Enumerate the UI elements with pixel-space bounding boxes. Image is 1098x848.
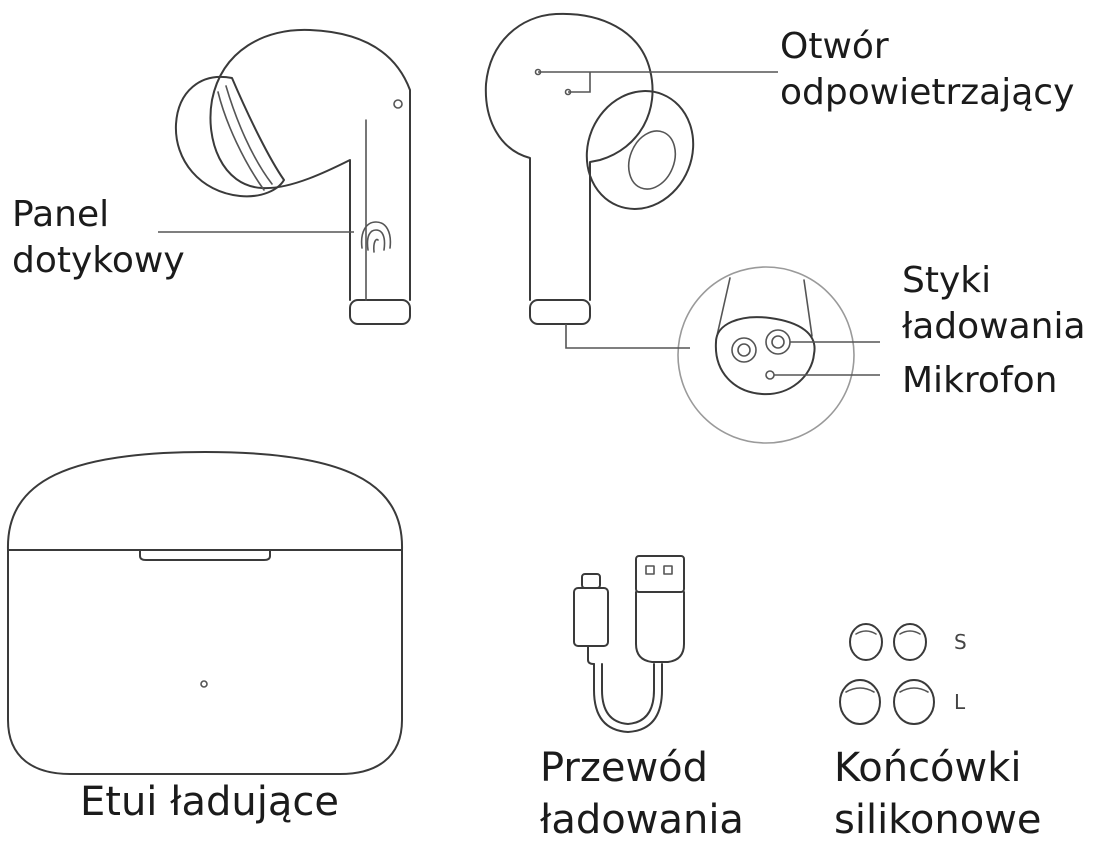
left-earbud-body	[209, 28, 411, 301]
silicone-tips-label-line1: Końcówki	[834, 745, 1022, 791]
usb-c-strain-relief	[587, 645, 595, 665]
vent-label-line2: odpowietrzający	[780, 72, 1075, 113]
tip-large-1-rim	[845, 687, 875, 693]
touch-panel-label-line2: dotykowy	[12, 240, 185, 281]
tip-small-2-rim	[899, 630, 921, 635]
charging-contact-1	[731, 337, 757, 363]
left-eartip-ridge	[225, 85, 273, 185]
vent-label-line1: Otwór	[780, 26, 889, 67]
stem-to-magnifier-leader	[565, 324, 690, 349]
charging-cable-illustration	[573, 555, 685, 733]
left-earbud-stem-tip	[349, 299, 411, 325]
charging-contacts-label-line1: Styki	[902, 260, 992, 301]
right-eartip	[585, 90, 695, 210]
tip-size-small-label: S	[954, 630, 967, 654]
charging-cable-label-line2: ładowania	[540, 797, 744, 843]
microphone-label: Mikrofon	[902, 360, 1058, 401]
right-earbud-illustration	[484, 12, 695, 325]
left-earbud-illustration	[174, 28, 411, 325]
usb-a-slot-1	[645, 565, 655, 575]
microphone-hole	[765, 370, 775, 380]
charging-contact-2-inner	[771, 335, 785, 349]
silicone-tips-label-line2: silikonowe	[834, 797, 1042, 843]
charging-case-label: Etui ładujące	[80, 779, 339, 825]
vent-label: Otwór odpowietrzający	[780, 24, 1074, 116]
charging-contact-1-inner	[737, 343, 751, 357]
tip-large-2-rim	[899, 687, 929, 693]
touch-panel-label: Panel dotykowy	[12, 192, 185, 284]
cable-loop-inner	[601, 663, 655, 725]
stem-magnifier	[677, 266, 855, 444]
usb-a-connector-housing	[635, 591, 685, 663]
case-body	[6, 451, 404, 775]
usb-c-plug	[581, 573, 601, 589]
usb-a-slot-2	[663, 565, 673, 575]
left-eartip	[174, 75, 285, 198]
silicone-tips-illustration	[839, 623, 935, 725]
magnified-stem-bottom	[714, 316, 816, 396]
tip-small-2	[893, 623, 927, 661]
leader-lines	[158, 71, 880, 376]
right-earbud-body	[484, 12, 654, 301]
tip-large-1	[839, 679, 881, 725]
case-lid-notch	[139, 549, 271, 561]
cable-loop-outer	[593, 663, 663, 733]
usb-a-plug	[635, 555, 685, 593]
left-eartip-ridge-2	[217, 91, 265, 191]
left-earbud-sensor-dot	[393, 99, 403, 109]
tip-large-2	[893, 679, 935, 725]
touch-panel-label-line1: Panel	[12, 194, 110, 235]
magnifier-circle	[677, 266, 855, 444]
charging-contacts-label: Styki ładowania	[902, 258, 1086, 350]
magnified-stem-sides	[715, 277, 813, 341]
tip-small-1-rim	[855, 630, 877, 635]
case-led-indicator	[200, 680, 208, 688]
usb-c-connector-housing	[573, 587, 609, 647]
tip-small-1	[849, 623, 883, 661]
tip-size-large-label: L	[954, 690, 966, 714]
silicone-tips-label: Końcówki silikonowe	[834, 742, 1042, 846]
fingerprint-icon	[360, 221, 392, 253]
charging-contact-2	[765, 329, 791, 355]
charging-cable-label-line1: Przewód	[540, 745, 709, 791]
charging-cable-label: Przewód ładowania	[540, 742, 744, 846]
charging-case-illustration	[6, 451, 404, 775]
right-earbud-stem-tip	[529, 299, 591, 325]
charging-contacts-label-line2: ładowania	[902, 306, 1086, 347]
vent-leader-2	[568, 72, 591, 93]
right-eartip-opening	[627, 130, 677, 190]
